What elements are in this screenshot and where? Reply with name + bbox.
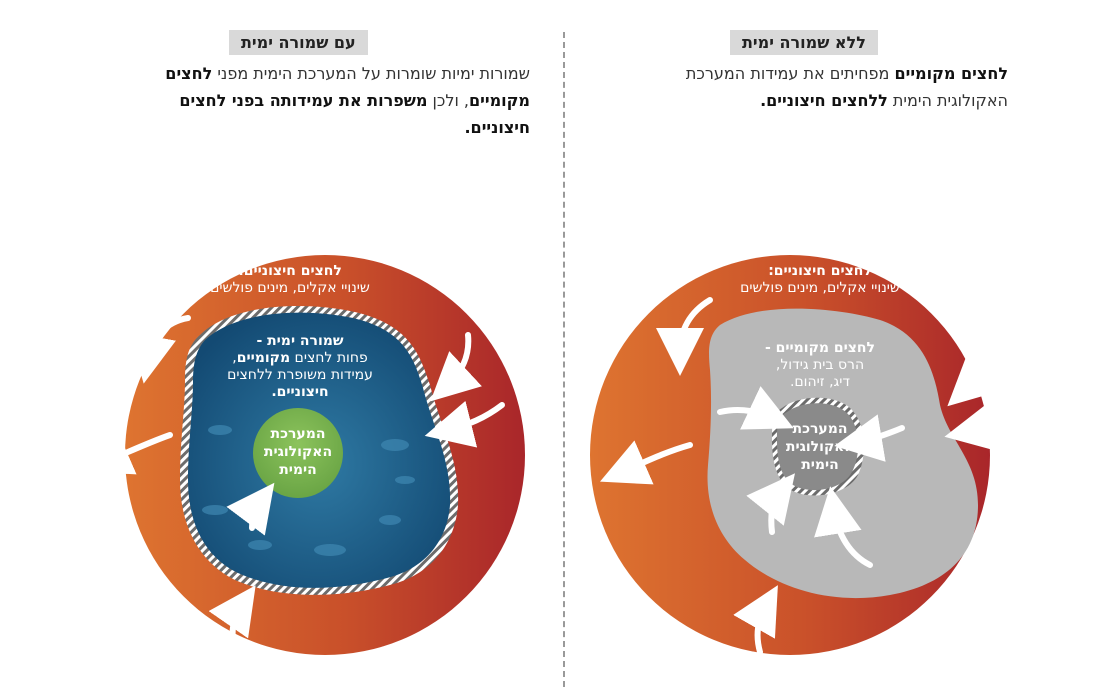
right-arrow-6 — [717, 386, 794, 430]
right-arrow-4 — [944, 403, 1025, 451]
left-desc-line3-bold: חיצוניים. — [464, 118, 530, 137]
right-desc-line1-text: מפחיתים את עמידות המערכת — [685, 64, 895, 83]
left-arrow-2 — [82, 430, 173, 475]
right-arrow-7 — [834, 414, 905, 462]
right-core-label-line1: המערכת — [792, 421, 848, 437]
left-core-circle — [253, 408, 343, 498]
right-local-label-title: לחצים מקומיים - — [764, 340, 876, 356]
right-arrow-2 — [599, 440, 693, 485]
left-arrow-5 — [208, 585, 256, 653]
right-core-label-line2: האקולוגית — [785, 439, 855, 455]
left-outer-label: לחצים חיצוניים: שינויי אקלים, מינים פולש… — [175, 263, 405, 297]
right-local-label-line3: דיג, זיהום. — [789, 374, 851, 390]
right-arrow-1 — [656, 297, 713, 376]
left-reserve-label-title: שמורה ימית - — [256, 333, 344, 349]
left-arrow-4 — [424, 400, 505, 448]
right-desc-line2-bold: ללחצים חיצוניים. — [760, 91, 888, 110]
left-desc-line2-bold1: מקומיים — [469, 91, 530, 110]
left-outer-label-title: לחצים חיצוניים: — [238, 263, 342, 279]
left-desc-line1-bold: לחצים — [165, 64, 213, 83]
right-pressure-arrows — [599, 297, 1025, 655]
left-arrow-1 — [128, 315, 191, 384]
right-panel-title: ללא שמורה ימית — [730, 30, 878, 55]
left-desc-line1-text: שמורות ימיות שומרות על המערכת הימית מפני — [212, 64, 530, 83]
right-arrow-8 — [746, 473, 795, 535]
left-fish-decoration — [202, 425, 415, 556]
right-outer-label-text: שינויי אקלים, מינים פולשים — [740, 280, 900, 296]
right-core-label: המערכת האקולוגית הימית — [775, 420, 865, 474]
left-reserve-label-line2-end: , — [232, 350, 237, 366]
left-reserve-label-line4-bold: חיצוניים. — [271, 384, 329, 400]
left-panel-description: שמורות ימיות שומרות על המערכת הימית מפני… — [70, 60, 530, 141]
right-outer-label: לחצים חיצוניים: שינויי אקלים, מינים פולש… — [705, 263, 935, 297]
left-core-label: המערכת האקולוגית הימית — [253, 425, 343, 479]
right-outer-label-title: לחצים חיצוניים: — [768, 263, 872, 279]
left-core-label-line3: הימית — [279, 462, 317, 478]
right-local-label-line2: הרס בית גידול, — [775, 357, 865, 373]
left-core-label-line1: המערכת — [270, 426, 326, 442]
left-reserve-label: שמורה ימית - פחות לחצים מקומיים, עמידות … — [195, 333, 405, 401]
right-desc-line1-bold: לחצים מקומיים — [894, 64, 1008, 83]
left-reserve-label-line3: עמידות משופרת ללחצים — [227, 367, 373, 383]
right-core-label-line3: הימית — [801, 457, 839, 473]
right-local-label: לחצים מקומיים - הרס בית גידול, דיג, זיהו… — [745, 340, 895, 391]
right-arrow-3 — [947, 337, 999, 407]
left-panel-title: עם שמורה ימית — [229, 30, 368, 55]
right-arrow-5 — [733, 585, 778, 655]
left-core-label-line2: האקולוגית — [263, 444, 333, 460]
right-arrow-9 — [814, 486, 873, 568]
right-panel-description: לחצים מקומיים מפחיתים את עמידות המערכת ה… — [590, 60, 1008, 114]
left-reserve-label-line2-text: פחות לחצים — [290, 350, 368, 366]
right-desc-line2-text: האקולוגית הימית — [887, 91, 1008, 110]
left-outer-label-text: שינויי אקלים, מינים פולשים — [210, 280, 370, 296]
left-arrow-6 — [226, 482, 275, 536]
left-desc-line2-text: , ולכן — [427, 91, 469, 110]
left-pressure-arrows — [82, 315, 505, 653]
left-reserve-label-line2-bold: מקומיים — [236, 350, 291, 366]
left-desc-line2-bold2: משפרות את עמידותה בפני לחצים — [179, 91, 428, 110]
panel-divider — [563, 32, 565, 687]
left-arrow-3 — [430, 332, 482, 402]
